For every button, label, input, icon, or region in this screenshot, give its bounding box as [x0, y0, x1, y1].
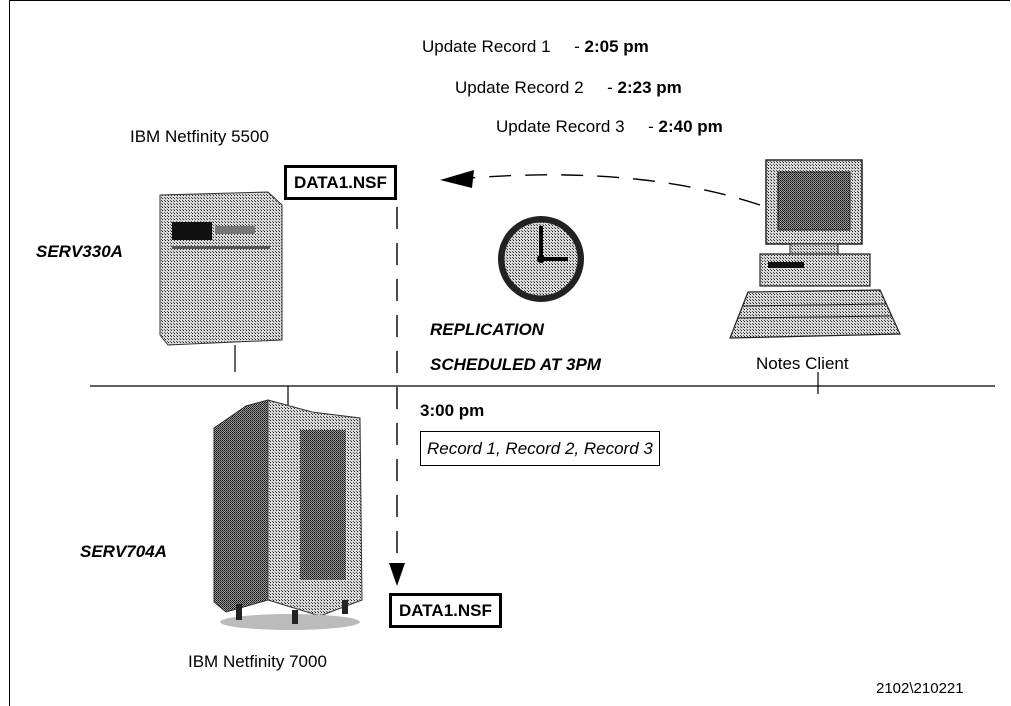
server-5500-model: IBM Netfinity 5500 [130, 127, 269, 146]
update-record-2-label: Update Record 2 [455, 78, 584, 97]
update-record-3-time: 2:40 pm [658, 117, 723, 136]
figure-id: 2102\210221 [876, 680, 964, 697]
update-arrowhead [440, 170, 474, 188]
update-record-1-label: Update Record 1 [422, 37, 551, 56]
update-record-1: Update Record 1 - 2:05 pm [422, 37, 649, 56]
notes-client-computer-icon [729, 159, 901, 339]
update-record-1-time: 2:05 pm [584, 37, 649, 56]
replication-line-1: REPLICATION [430, 320, 544, 339]
server-7000-icon [213, 399, 363, 630]
update-record-3-label: Update Record 3 [496, 117, 625, 136]
server-7000-name: SERV704A [80, 542, 167, 561]
replication-time: 3:00 pm [420, 401, 485, 420]
clock-icon [498, 216, 584, 302]
server-5500-name: SERV330A [36, 242, 123, 261]
update-record-2: Update Record 2 - 2:23 pm [455, 78, 682, 97]
server-7000-model: IBM Netfinity 7000 [188, 652, 327, 671]
db-file-bottom: DATA1.NSF [389, 593, 502, 628]
server-5500-icon [159, 191, 283, 346]
update-arrow [469, 174, 761, 206]
update-record-3: Update Record 3 - 2:40 pm [496, 117, 723, 136]
records-box: Record 1, Record 2, Record 3 [420, 431, 660, 466]
figure-frame [9, 0, 1010, 706]
db-file-top: DATA1.NSF [284, 165, 397, 200]
notes-client-label: Notes Client [756, 354, 849, 373]
replication-line-2: SCHEDULED AT 3PM [430, 355, 601, 374]
update-record-2-time: 2:23 pm [617, 78, 682, 97]
replication-arrowhead [389, 563, 405, 586]
